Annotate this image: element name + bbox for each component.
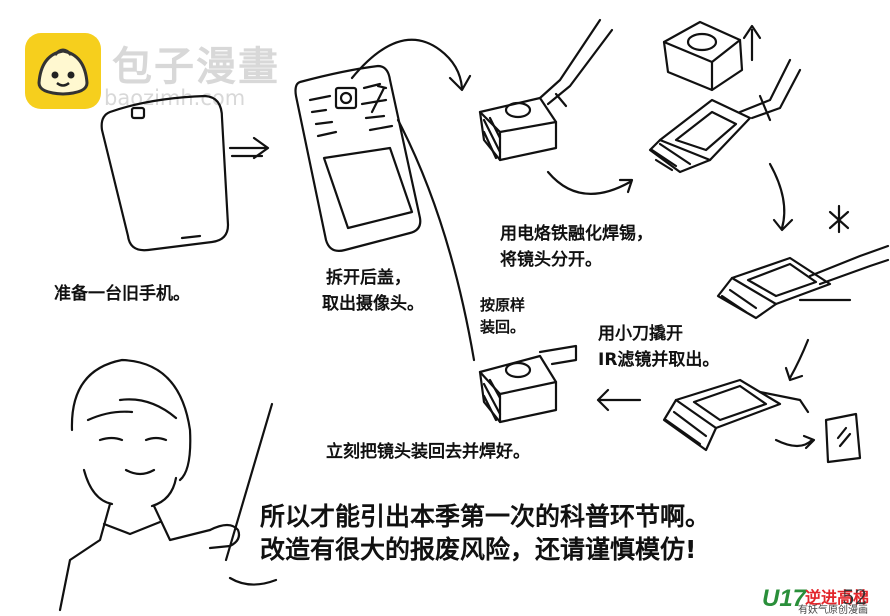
step-5-caption-line2: 装回。: [480, 318, 526, 336]
speech-line-2: 改造有很大的报废风险，还请谨慎模仿!: [260, 535, 697, 564]
opened-phone-drawing: [294, 64, 422, 252]
step-2-caption-line2: 取出摄像头。: [322, 294, 424, 314]
bun-logo-icon: [25, 33, 101, 109]
ir-filter-drawing: [716, 244, 890, 320]
step-2-caption-line1: 拆开后盖，: [326, 268, 411, 288]
step-1-caption: 准备一台旧手机。: [54, 284, 190, 304]
watermark-small-text: 有妖气原创漫画: [798, 605, 868, 616]
lens-open-drawing: [662, 378, 862, 464]
watermark-red-text: 逆进高棉: [805, 588, 870, 607]
reassembled-camera-drawing: [478, 344, 578, 424]
step-4-caption-line1: 用小刀撬开: [598, 324, 683, 344]
arrow-right-icon: [228, 136, 270, 160]
step-4-caption-line2: IR滤镜并取出。: [598, 350, 720, 370]
camera-module-drawing: [478, 18, 614, 162]
watermark-brand: 包子漫畫: [112, 44, 280, 90]
page-number: 52: [842, 585, 868, 609]
step-3-caption-line2: 将镜头分开。: [500, 250, 602, 270]
step-6-caption: 立刻把镜头装回去并焊好。: [326, 442, 530, 462]
phone-back-drawing: [100, 94, 230, 252]
step-5-caption-line1: 按原样: [480, 296, 526, 314]
curved-arrow-icon: [350, 38, 472, 92]
character-drawing: [58, 358, 278, 612]
lens-top-drawing: [662, 20, 762, 92]
step-3-caption-line1: 用电烙铁融化焊锡，: [500, 224, 653, 244]
camera-separated-drawing: [648, 58, 802, 174]
u17-logo: U17: [762, 585, 807, 612]
speech-line-1: 所以才能引出本季第一次的科普环节啊。: [260, 502, 711, 531]
